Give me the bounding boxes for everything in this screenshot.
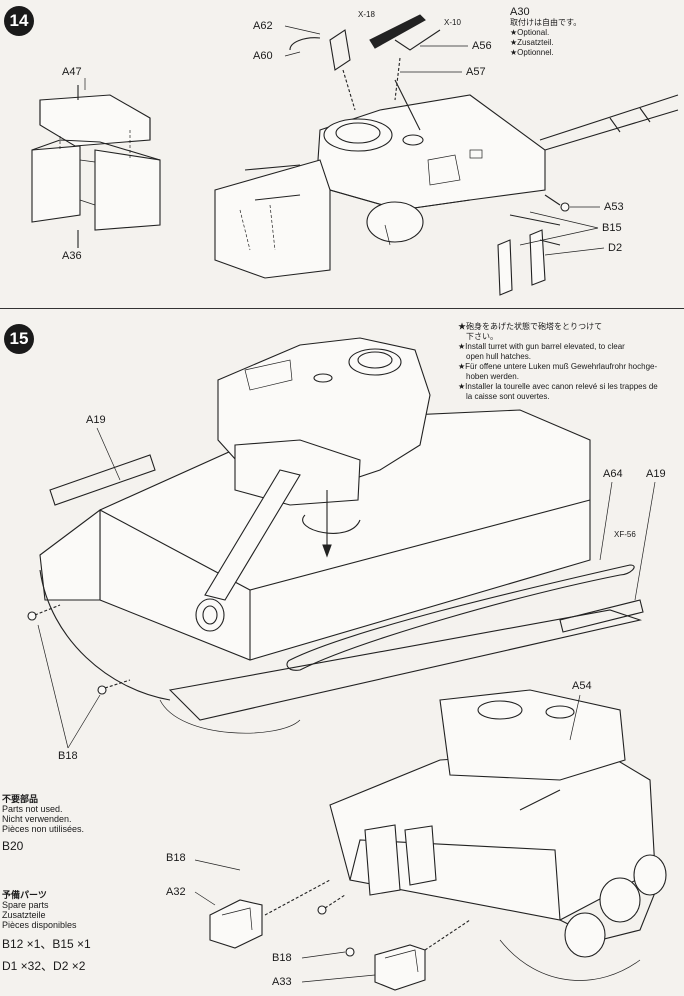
stowage-bin-drawing [31,85,161,248]
part-label-a32: A32 [166,886,186,898]
step-15-number: 15 [4,324,34,354]
instruction-de-1: ★Für offene untere Luken muß Gewehrlaufr… [458,362,658,371]
part-label-a60: A60 [253,50,273,62]
optional-note-de: ★Zusatzteil. [510,38,554,47]
optional-note: 取付けは自由です。 ★Optional. ★Zusatzteil. ★Optio… [510,18,581,58]
optional-note-fr: ★Optionnel. [510,48,554,57]
instruction-en-1: ★Install turret with gun barrel elevated… [458,342,625,351]
part-label-x10: X-10 [444,18,461,27]
part-label-b18-mid: B18 [166,852,186,864]
instruction-jp-1: ★砲身をあげた状態で砲塔をとりつけて [458,322,603,331]
part-label-b18-bottom: B18 [272,952,292,964]
instruction-de-2: hoben werden. [466,372,519,381]
part-label-a56: A56 [472,40,492,52]
part-label-a64: A64 [603,468,623,480]
part-label-x18: X-18 [358,10,375,19]
part-label-b18-left: B18 [58,750,78,762]
part-label-d2: D2 [608,242,623,254]
part-label-a33: A33 [272,976,292,988]
part-label-a19-right: A19 [646,468,666,480]
instruction-en-2: open hull hatches. [466,352,531,361]
spare-parts-de: Zusatzteile [2,910,46,920]
paint-label-xf56: XF-56 [614,530,636,539]
part-label-a57: A57 [466,66,486,78]
parts-not-used-fr: Pièces non utilisées. [2,824,85,834]
parts-not-used-part: B20 [2,839,24,853]
instruction-jp-2: 下さい。 [466,332,498,341]
section-divider [0,308,684,309]
parts-not-used-en: Parts not used. [2,804,63,814]
part-label-a47: A47 [62,66,82,78]
spare-parts-block: 予備パーツ Spare parts Zusatzteile Pièces dis… [2,890,91,974]
turret-drawing-14 [214,14,679,296]
spare-parts-en: Spare parts [2,900,49,910]
spare-parts-jp: 予備パーツ [2,890,47,900]
spare-parts-line-2: D1 ×32、D2 ×2 [2,959,86,973]
parts-not-used-jp: 不要部品 [2,794,39,804]
spare-parts-fr: Pièces disponibles [2,920,77,930]
leader-lines [37,25,656,983]
optional-note-jp: 取付けは自由です。 [510,18,582,27]
step-14-number: 14 [4,6,34,36]
part-label-a36: A36 [62,250,82,262]
parts-not-used-block: 不要部品 Parts not used. Nicht verwenden. Pi… [2,794,84,854]
part-label-a53: A53 [604,201,624,213]
instruction-fr-1: ★Installer la tourelle avec canon relevé… [458,382,658,391]
tank-hull-drawing [27,337,644,734]
spare-parts-line-1: B12 ×1、B15 ×1 [2,937,91,951]
part-label-b15: B15 [602,222,622,234]
part-label-a19-left: A19 [86,414,106,426]
part-label-a54: A54 [572,680,592,692]
parts-not-used-de: Nicht verwenden. [2,814,72,824]
part-label-a30: A30 [510,6,530,18]
instruction-fr-2: la caisse sont ouvertes. [466,392,550,401]
turret-instruction-note: ★砲身をあげた状態で砲塔をとりつけて 下さい。 ★Install turret … [458,322,658,402]
optional-note-en: ★Optional. [510,28,550,37]
part-label-a62: A62 [253,20,273,32]
tank-rear-drawing [209,689,667,991]
